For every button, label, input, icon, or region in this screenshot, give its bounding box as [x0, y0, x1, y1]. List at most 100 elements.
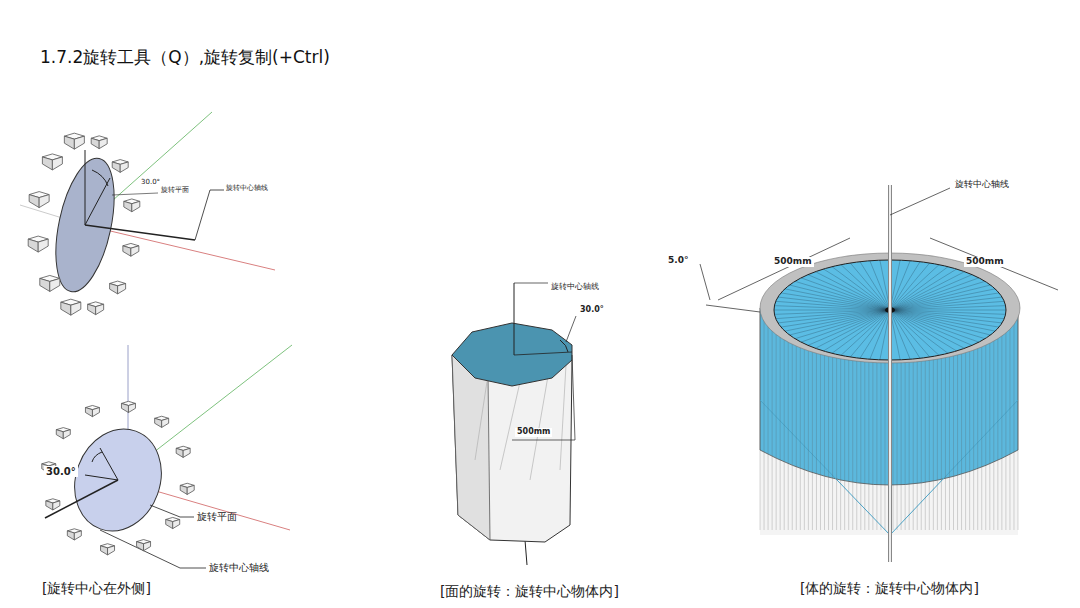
spoke-line: [870, 261, 890, 310]
spoke-line: [774, 306, 890, 310]
cube-right: [131, 246, 139, 256]
cube-right: [92, 408, 99, 417]
callout-label: 旋转平面: [197, 511, 237, 522]
axis-line: [514, 283, 515, 355]
spoke-line: [790, 285, 890, 310]
spoke-line: [890, 265, 939, 310]
callout-label: 旋转中心轴线: [209, 562, 269, 573]
cube-left: [155, 418, 162, 427]
facet-line: [1001, 312, 1002, 530]
facet-line: [997, 312, 998, 530]
axis-line: [45, 480, 118, 518]
cube-left: [180, 485, 187, 494]
red-axis: [85, 225, 275, 270]
cube-left: [88, 304, 96, 314]
facet-line: [776, 312, 777, 530]
facet-line: [993, 312, 994, 530]
cube-right: [52, 157, 62, 170]
spoke-line: [860, 262, 890, 310]
spoke-line: [776, 310, 890, 319]
spoke-line: [890, 310, 990, 335]
spoke-line: [890, 310, 1002, 323]
callout-label: 500mm: [964, 257, 1006, 267]
cube-left: [61, 302, 71, 315]
facet-line: [989, 312, 990, 530]
top-face: [452, 323, 572, 386]
spoke-line: [795, 310, 890, 339]
angle-lines: [85, 150, 110, 225]
facet-line: [1013, 312, 1014, 530]
caption-text: [旋转中心在外侧]: [42, 581, 151, 596]
spoke-line: [832, 310, 890, 353]
solid-rotation: [700, 185, 1058, 562]
cube-left: [46, 501, 53, 510]
spoke-line: [841, 265, 890, 310]
spoke-line: [823, 269, 890, 310]
cube-right: [96, 304, 104, 314]
cube-right: [162, 418, 169, 427]
rotation-outside-top: [20, 112, 275, 315]
spoke-line: [778, 297, 890, 310]
spoke-line: [890, 262, 920, 310]
leader-line: [195, 190, 210, 240]
cube-right: [99, 138, 107, 148]
cube-left: [91, 138, 99, 148]
cube-left: [176, 448, 183, 457]
facet-line: [772, 312, 773, 530]
caption-text: [面的旋转：旋转中心物体内]: [440, 584, 619, 599]
callout-label: 5.0°: [668, 256, 688, 266]
angle-arc: [92, 452, 102, 462]
leader-line: [890, 188, 950, 215]
cube-right: [63, 430, 70, 439]
angle-line: [514, 352, 572, 355]
cube-right: [183, 448, 190, 457]
face-rotation: [452, 283, 576, 565]
spoke-line: [781, 310, 890, 327]
leader-line: [100, 530, 180, 568]
cube-left: [123, 246, 131, 256]
spoke-line: [815, 272, 890, 310]
cube-right: [118, 283, 126, 293]
leader-line: [112, 193, 158, 195]
axis-rod-light: [889, 185, 891, 562]
dimension-line: [718, 238, 850, 300]
spoke-line: [890, 310, 1006, 311]
spoke-line: [785, 310, 890, 331]
cube-left: [40, 278, 50, 291]
spoke-line: [890, 267, 948, 310]
dimension-line: [572, 355, 575, 440]
facet-line: [760, 312, 761, 530]
rotation-outside-bottom: [42, 345, 292, 568]
angle-arc: [92, 170, 108, 186]
facet-line: [1005, 312, 1006, 530]
cube-left: [112, 162, 120, 172]
spoke-line: [890, 310, 965, 348]
cube-right: [74, 531, 81, 540]
cube-right: [108, 546, 115, 555]
cube-left: [29, 195, 39, 208]
cube-left: [137, 542, 144, 551]
cube-right: [38, 239, 48, 252]
callout-label: 旋转中心轴线: [226, 185, 268, 193]
callout-label: 500mm: [515, 428, 552, 437]
callout-label: 500mm: [772, 257, 814, 267]
spoke-line: [850, 263, 890, 310]
title: 1.7.2旋转工具（Q）,旋转复制(+Ctrl): [40, 46, 330, 69]
facet-line: [764, 312, 765, 530]
cube-left: [64, 136, 74, 149]
spoke-line: [890, 310, 939, 355]
spoke-line: [890, 310, 995, 331]
cube-left: [166, 520, 173, 529]
axis-rod: [888, 185, 892, 562]
spoke-line: [890, 310, 1006, 314]
spoke-line: [841, 310, 890, 355]
cube-right: [128, 403, 135, 412]
cube-left: [67, 531, 74, 540]
leader-line: [180, 517, 194, 518]
cube-right: [120, 162, 128, 172]
cube-left: [110, 283, 118, 293]
facet-line: [1018, 312, 1019, 530]
spoke-line: [774, 310, 890, 314]
spoke-line: [890, 301, 1004, 310]
cube-right: [144, 542, 151, 551]
